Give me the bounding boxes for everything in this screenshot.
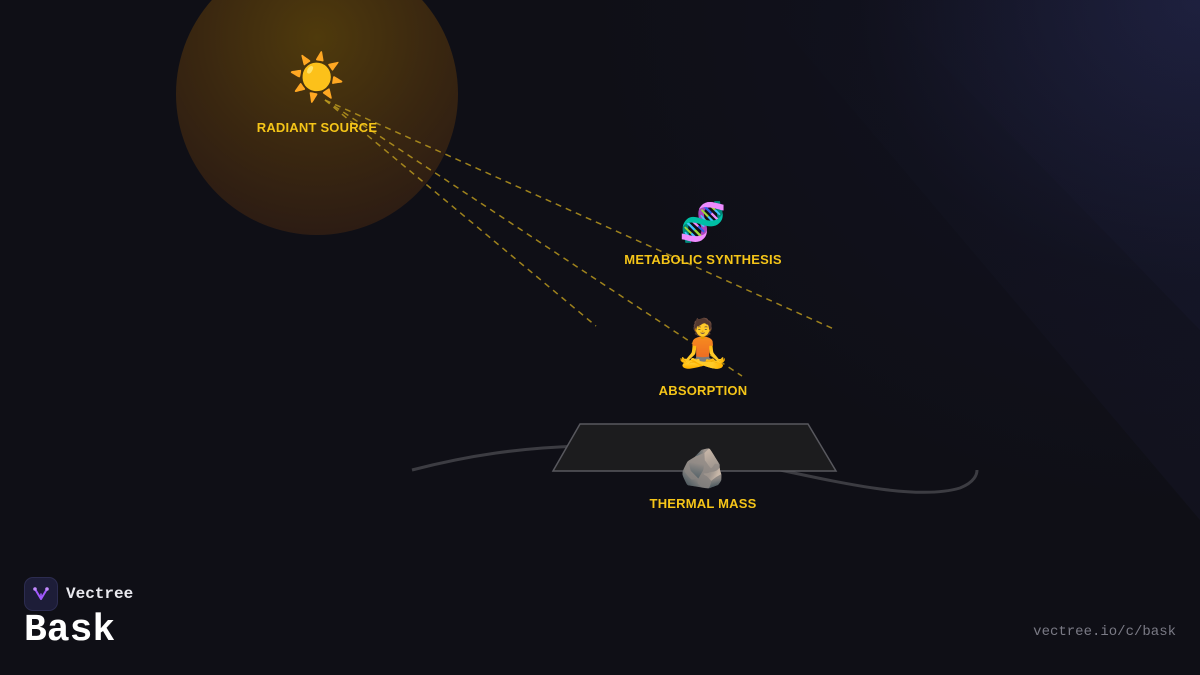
thermal-mass-platform xyxy=(551,423,838,472)
brand-name: Vectree xyxy=(66,585,134,603)
radiant-source-label: RADIANT SOURCE xyxy=(256,120,378,135)
absorption-label: ABSORPTION xyxy=(658,383,748,398)
page-title: Bask xyxy=(24,609,116,652)
metabolic-synthesis-label: METABOLIC SYNTHESIS xyxy=(624,252,782,267)
sun-icon: ☀️ xyxy=(288,50,346,104)
ray-line xyxy=(324,99,837,331)
rock-icon: 🪨 xyxy=(679,446,727,490)
dna-icon: 🧬 xyxy=(679,200,727,244)
ground-curve xyxy=(411,444,979,494)
person-meditating-icon: 🧘 xyxy=(674,316,732,370)
sun-glow xyxy=(176,0,458,235)
thermal-mass-label: THERMAL MASS xyxy=(649,496,757,511)
vectree-logo-icon xyxy=(24,577,58,611)
light-beam xyxy=(880,0,1200,330)
ray-line xyxy=(324,99,597,327)
brand: Vectree xyxy=(24,577,133,611)
source-url[interactable]: vectree.io/c/bask xyxy=(1033,624,1176,640)
